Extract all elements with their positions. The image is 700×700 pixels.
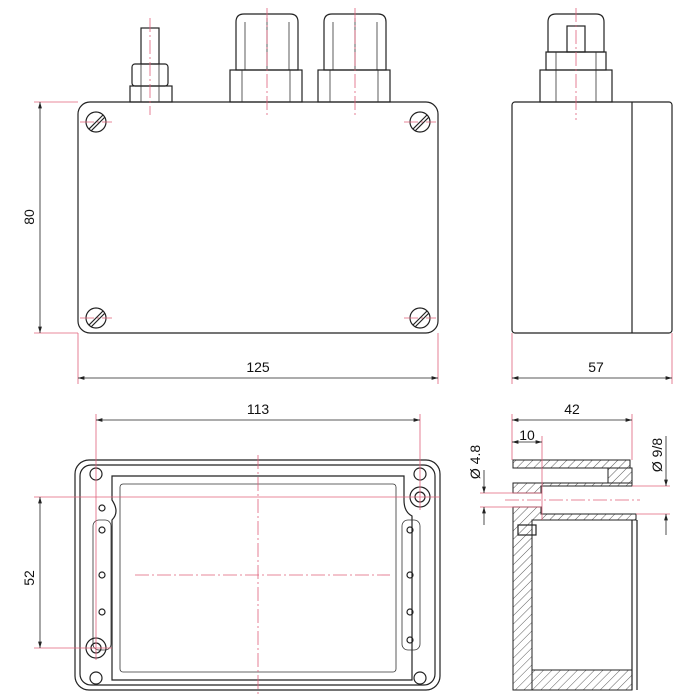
front-view: 80 125: [21, 8, 439, 384]
cable-gland-small: [129, 27, 173, 103]
dim-width-125: 125: [246, 359, 270, 375]
dim-hole-spacing-52: 52: [21, 570, 37, 586]
dim-depth-57: 57: [588, 359, 604, 375]
side-view: 57: [511, 8, 673, 384]
cable-gland-large: [229, 13, 303, 103]
dim-hole-spacing-113: 113: [247, 401, 270, 417]
dim-height-80: 80: [21, 209, 37, 225]
dim-step-10: 10: [519, 427, 535, 443]
enclosure-side: [511, 101, 673, 334]
screws: [85, 111, 431, 329]
section-view: 42 10 Ø 4.8 Ø 9/8: [467, 401, 670, 691]
enclosure-front: [77, 101, 439, 334]
dim-outer-diameter: Ø 9/8: [649, 438, 665, 472]
enclosure-base-outer: [74, 459, 441, 691]
dim-depth-42: 42: [564, 401, 580, 417]
bottom-view: 52 113: [21, 401, 441, 695]
dim-bore-diameter: Ø 4.8: [467, 445, 483, 479]
cable-gland-large: [317, 13, 391, 103]
